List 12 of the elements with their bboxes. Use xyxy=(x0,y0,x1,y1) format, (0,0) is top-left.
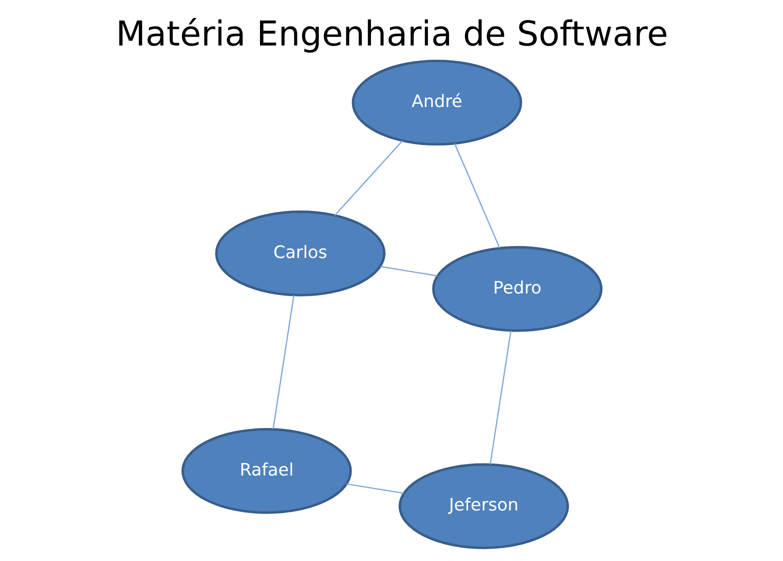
node-ellipse: Carlos xyxy=(214,210,386,296)
diagram-title: Matéria Engenharia de Software xyxy=(115,14,668,55)
node-ellipse: Rafael xyxy=(180,428,352,514)
connector xyxy=(346,483,404,494)
connector xyxy=(489,330,511,464)
connector xyxy=(454,143,500,248)
connector xyxy=(380,266,438,276)
node-ellipse: André xyxy=(351,60,522,146)
node-ellipse: Pedro xyxy=(432,246,602,332)
connector xyxy=(272,295,294,430)
connector xyxy=(334,140,402,216)
node-ellipse: Jeferson xyxy=(398,463,568,550)
